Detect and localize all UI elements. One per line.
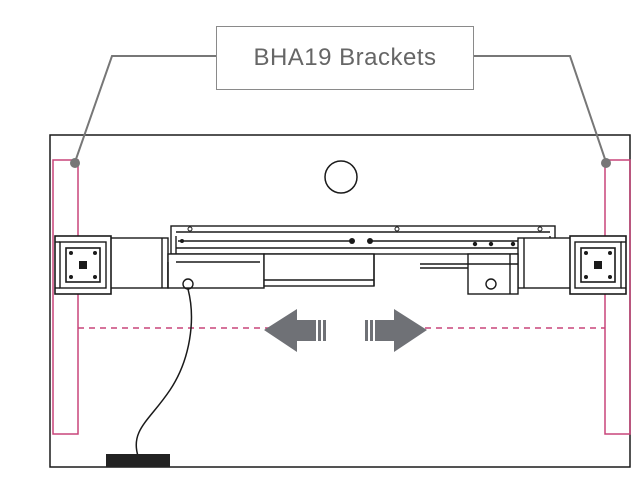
desktop-outline [49, 134, 631, 468]
leader-line-right [474, 55, 607, 163]
grommet-hole [324, 160, 358, 194]
right-leg-channel [604, 159, 631, 435]
crossbar-fasteners [180, 238, 547, 247]
left-leg-mount [54, 235, 112, 295]
right-cable-port [485, 278, 497, 290]
right-leg-mount [569, 235, 627, 295]
power-cable [135, 288, 193, 457]
leader-dot-left [70, 158, 80, 168]
arrow-left-icon [264, 309, 326, 352]
crossbar-frame [170, 225, 556, 255]
crossbar-screw-holes [187, 226, 543, 232]
arrow-right-icon [365, 309, 427, 352]
leader-dot-right [601, 158, 611, 168]
bracket-callout-label: BHA19 Brackets [216, 26, 474, 90]
left-beam [109, 237, 375, 289]
control-box [106, 454, 170, 467]
leader-line-left [74, 55, 216, 163]
left-leg-channel [52, 159, 79, 435]
